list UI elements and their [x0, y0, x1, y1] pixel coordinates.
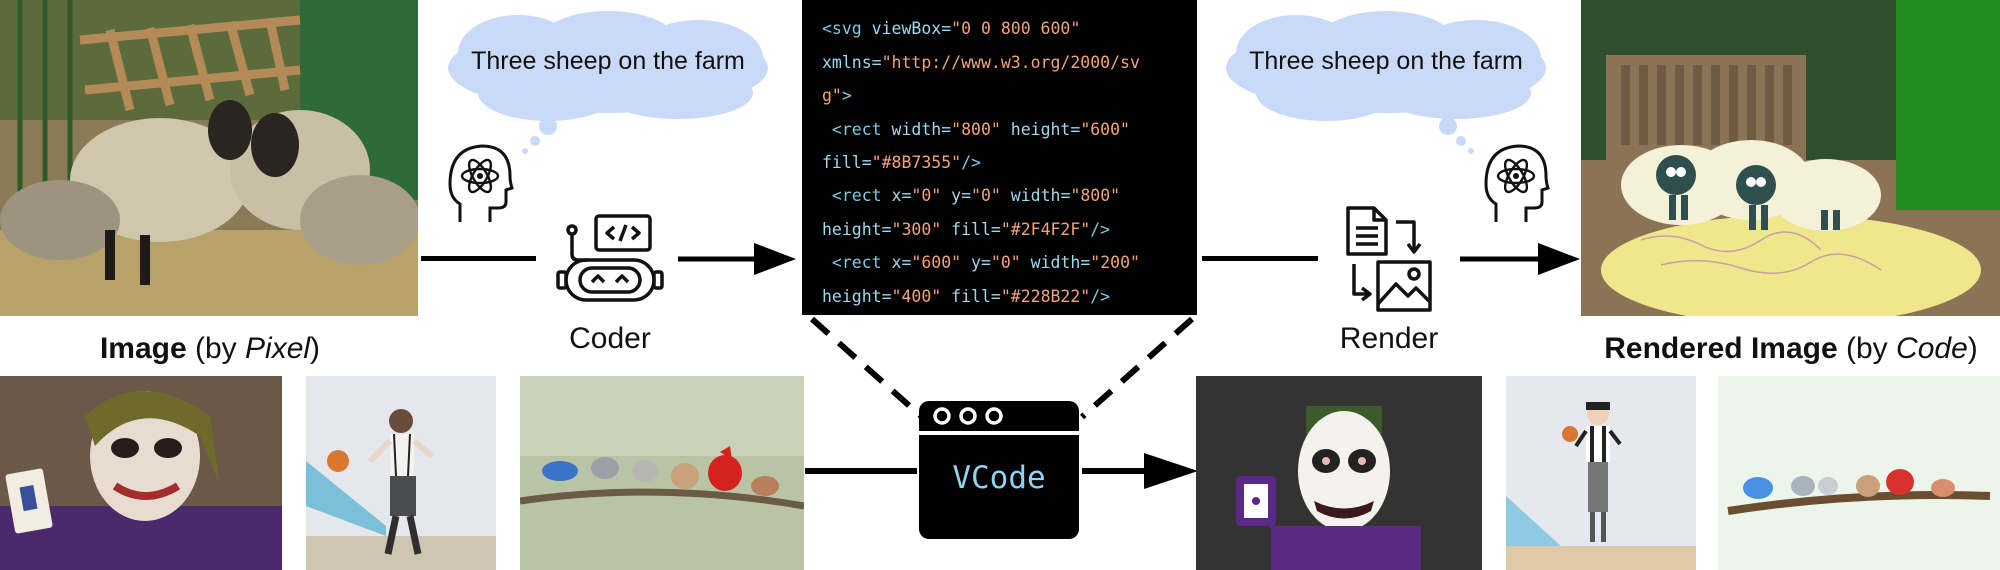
vcode-label: VCode	[952, 460, 1046, 496]
caption-close: )	[310, 332, 321, 365]
code-token: xmlns=	[822, 53, 882, 72]
browser-window-icon	[919, 401, 1079, 539]
document-image-render-icon	[1346, 206, 1432, 312]
code-token: g"	[822, 86, 842, 105]
code-token: height=	[822, 220, 892, 239]
code-token: "#8B7355"	[871, 153, 962, 172]
code-line: <rect x="0" y="0" width="800"	[822, 186, 1120, 205]
rendered-joker-image	[1196, 376, 1482, 570]
arrow-vcode-to-outputs	[1082, 453, 1198, 489]
code-token: "300"	[891, 220, 942, 239]
code-token: "200"	[1090, 253, 1140, 272]
svg-code-panel: <svg viewBox="0 0 800 600" xmlns="http:/…	[802, 0, 1197, 315]
brain-atom-icon	[448, 144, 514, 222]
code-token: y=	[961, 253, 991, 272]
birds-on-branch-photo	[520, 376, 804, 570]
caption-open: (by	[1837, 332, 1897, 365]
caption-close: )	[1967, 332, 1978, 365]
code-token: fill=	[822, 153, 872, 172]
connector-line-code-render	[1202, 256, 1318, 261]
code-token: x=	[891, 186, 912, 205]
code-line: <svg viewBox="0 0 800 600"	[822, 19, 1080, 38]
joker-photo	[0, 376, 282, 570]
caption-open: (by	[186, 332, 246, 365]
coder-label: Coder	[569, 322, 651, 355]
code-token: "0 0 800 600"	[951, 19, 1081, 38]
caption-bold: Image	[99, 332, 187, 365]
code-token: />	[1090, 220, 1111, 239]
prompt-text-left: Three sheep on the farm	[471, 47, 745, 75]
basketball-player-photo	[306, 376, 496, 570]
code-token: x=	[891, 253, 912, 272]
image-by-pixel-caption: Image (by Pixel)	[90, 332, 330, 366]
code-token: "600"	[911, 253, 962, 272]
brain-atom-icon	[1484, 144, 1550, 222]
dashed-connectors	[810, 316, 1194, 420]
sheep-photo	[0, 0, 418, 316]
code-token: viewBox=	[871, 19, 952, 38]
robot-coder-icon	[556, 214, 664, 302]
code-token: "0"	[911, 186, 942, 205]
code-token: "#228B22"	[1000, 287, 1091, 306]
code-token: "#2F4F2F"	[1000, 220, 1091, 239]
arrow-coder-to-code	[678, 243, 796, 275]
render-label: Render	[1339, 322, 1439, 355]
code-token: fill=	[941, 287, 1001, 306]
code-token: fill=	[941, 220, 1001, 239]
code-token: "800"	[1070, 186, 1121, 205]
arrow-render-to-output	[1460, 243, 1580, 275]
code-token: >	[841, 86, 852, 105]
code-token: />	[1090, 287, 1111, 306]
code-token: height=	[822, 287, 892, 306]
connector-line-image-coder	[421, 256, 536, 261]
code-token: />	[961, 153, 981, 172]
code-line: fill="#8B7355"/>	[822, 153, 981, 172]
connector-line-input-vcode	[805, 468, 917, 474]
caption-bold: Rendered Image	[1604, 332, 1838, 365]
code-token: width=	[1000, 186, 1071, 205]
code-token: height=	[1000, 120, 1081, 139]
code-token: "600"	[1080, 120, 1130, 139]
code-line: height="300" fill="#2F4F2F"/>	[822, 220, 1110, 239]
rendered-sheep-image	[1581, 0, 2000, 316]
code-line: <rect x="600" y="0" width="200"	[822, 253, 1140, 272]
code-line: height="400" fill="#228B22"/>	[822, 287, 1110, 306]
rendered-by-code-caption: Rendered Image (by Code)	[1596, 332, 1986, 366]
prompt-cloud-left	[448, 11, 768, 154]
code-token: width=	[891, 120, 952, 139]
prompt-cloud-right	[1226, 11, 1546, 154]
code-token: <svg	[822, 19, 872, 38]
caption-italic: Pixel	[245, 332, 311, 365]
code-token: <rect	[822, 186, 892, 205]
code-token: width=	[1020, 253, 1091, 272]
code-line: <rect width="800" height="600"	[822, 120, 1130, 139]
code-token: <rect	[822, 253, 892, 272]
prompt-text-right: Three sheep on the farm	[1249, 47, 1523, 75]
rendered-basketball-image	[1506, 376, 1696, 570]
code-token: "800"	[951, 120, 1001, 139]
code-token: "0"	[971, 186, 1001, 205]
code-token: "http://www.w3.org/2000/sv	[881, 53, 1140, 72]
rendered-birds-image	[1718, 376, 2000, 570]
code-token: "400"	[891, 287, 942, 306]
code-line: g">	[822, 86, 852, 105]
code-token: y=	[941, 186, 972, 205]
code-line: xmlns="http://www.w3.org/2000/sv	[822, 53, 1140, 72]
code-token: "0"	[990, 253, 1021, 272]
code-token: <rect	[822, 120, 892, 139]
caption-italic: Code	[1896, 332, 1968, 365]
